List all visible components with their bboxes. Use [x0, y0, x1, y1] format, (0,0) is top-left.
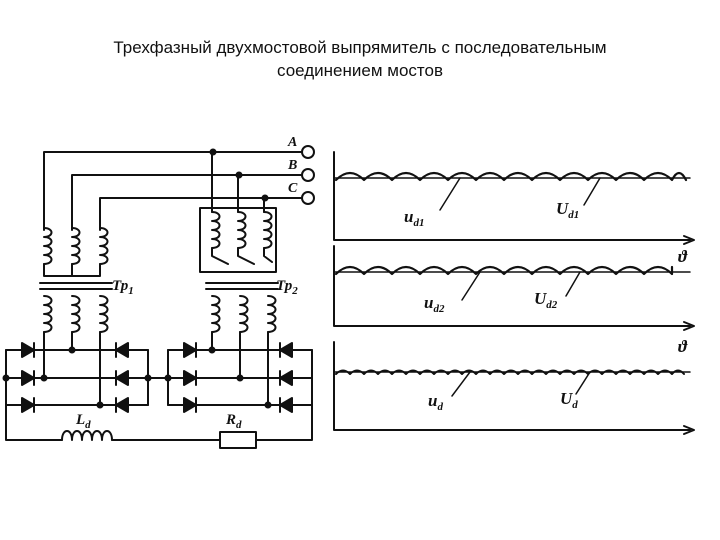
pointer-lines-3: [451, 371, 591, 397]
ripple-wave-1: [334, 171, 688, 182]
tr1-core: [39, 282, 113, 290]
phase-c-label: C: [288, 181, 298, 196]
diode-icon: [183, 370, 197, 386]
load-wire-right: [255, 404, 313, 441]
junction-dot: [236, 374, 244, 382]
junction-dot: [68, 346, 76, 354]
waveform-panel-bridge2: ud2 Ud2 ϑ: [333, 245, 695, 356]
tr1-primary-b: [71, 227, 81, 265]
diode-icon: [21, 342, 35, 358]
title-line-1: Трехфазный двухмостовой выпрямитель с по…: [113, 38, 607, 57]
tr1-star-point: [43, 263, 101, 277]
wave3-label-right: Ud: [560, 389, 578, 411]
diode-icon: [21, 397, 35, 413]
tr1-primary-c: [99, 227, 109, 265]
axis-label-2: ϑ: [678, 337, 688, 356]
resistor-label: Rd: [225, 412, 242, 431]
tr1-secondary-a: [43, 295, 53, 333]
axis-label-1: ϑ: [678, 247, 688, 266]
transformer2-taps: [211, 151, 265, 213]
tr1-primary-a: [43, 227, 53, 265]
tr2-delta-frame: [199, 207, 277, 273]
diode-icon: [21, 370, 35, 386]
inductor-coil: [61, 430, 113, 441]
axes-3: [333, 341, 691, 431]
axes-1: [333, 151, 691, 241]
waveform-panel-output: ud Ud: [333, 341, 695, 435]
tr2-core: [205, 282, 279, 290]
phase-terminals: A B C: [287, 135, 315, 205]
junction-dot: [235, 171, 243, 179]
diode-icon: [115, 342, 129, 358]
junction-dot: [208, 346, 216, 354]
arrow-icon: [683, 235, 695, 245]
tr2-secondary-c: [267, 295, 277, 333]
tr2-primary-b: [237, 211, 247, 249]
phase-a-line: [43, 151, 303, 231]
phase-b-label: B: [287, 158, 297, 173]
tr2-primary-c: [263, 211, 273, 249]
terminal-c: [301, 191, 315, 205]
axes-2: [333, 245, 691, 327]
junction-dot: [96, 401, 104, 409]
phase-c-line: [99, 197, 303, 231]
phase-lines: [43, 148, 303, 231]
tr1-secondary-leads: [43, 331, 101, 406]
junction-dot: [261, 194, 269, 202]
tr1-secondary-c: [99, 295, 109, 333]
transformer-1: Тр1: [39, 227, 134, 406]
arrow-icon: [683, 425, 695, 435]
wave1-label-left: ud1: [404, 207, 424, 229]
pointer-lines-1: [439, 177, 601, 211]
tr1-secondary-b: [71, 295, 81, 333]
tr2-delta-links: [211, 247, 273, 265]
terminal-b: [301, 168, 315, 182]
pointer-lines-2: [461, 271, 581, 301]
page-title: Трехфазный двухмостовой выпрямитель с по…: [0, 36, 720, 82]
terminal-a: [301, 145, 315, 159]
waveform-panel-bridge1: ud1 Ud1 ϑ: [333, 151, 695, 266]
tr2-secondary-b: [239, 295, 249, 333]
tr2-label: Тр2: [276, 278, 298, 297]
wave1-label-right: Ud1: [556, 199, 579, 221]
phase-b-line: [71, 174, 303, 231]
wave2-label-right: Ud2: [534, 289, 558, 311]
junction-dot: [264, 401, 272, 409]
junction-dot: [40, 374, 48, 382]
phase-a-label: A: [287, 135, 297, 150]
wave2-label-left: ud2: [424, 293, 445, 315]
diode-icon: [279, 342, 293, 358]
junction-dot: [209, 148, 217, 156]
diode-icon: [279, 370, 293, 386]
diode-icon: [115, 370, 129, 386]
inductor-label: Ld: [75, 412, 91, 431]
transformer-2: Тр2: [199, 207, 298, 406]
tr1-label: Тр1: [112, 278, 134, 297]
ripple-wave-2: [334, 265, 674, 276]
waveform-panels: ud1 Ud1 ϑ ud2 Ud2 ϑ ud Ud: [333, 151, 695, 435]
title-line-2: соединением мостов: [277, 61, 443, 80]
ripple-wave-3: [335, 369, 685, 375]
junction-dot: [2, 374, 10, 382]
junction-dot: [144, 374, 152, 382]
resistor-body: [219, 431, 257, 449]
diode-icon: [183, 397, 197, 413]
bridge-2: [167, 342, 313, 413]
arrow-icon: [683, 321, 695, 331]
wave3-label-left: ud: [428, 391, 443, 413]
diode-icon: [279, 397, 293, 413]
bridge-1: [2, 342, 149, 413]
load-wire-left: [5, 404, 63, 441]
load-circuit: Ld Rd: [5, 404, 313, 449]
tr2-primary-a: [211, 211, 221, 249]
diode-icon: [115, 397, 129, 413]
tr2-secondary-a: [211, 295, 221, 333]
circuit-schematic: A B C Тр1 Т: [2, 135, 315, 449]
tr2-secondary-leads: [211, 331, 269, 406]
diode-icon: [183, 342, 197, 358]
